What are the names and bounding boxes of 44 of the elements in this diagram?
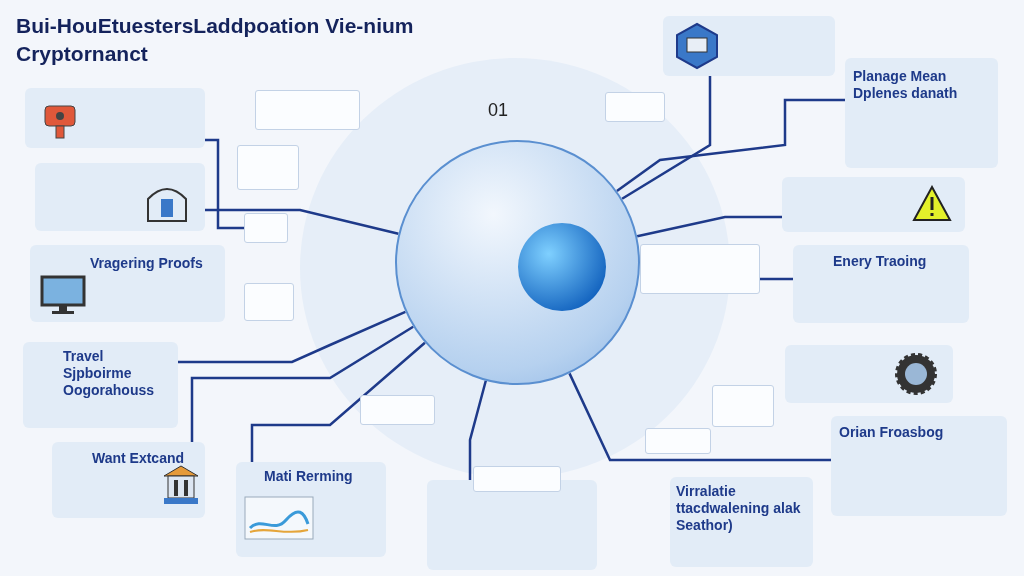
connector-line	[250, 341, 426, 462]
info-card	[23, 342, 178, 428]
info-card	[605, 92, 665, 122]
info-card	[237, 145, 299, 190]
connector-line	[178, 310, 406, 364]
connector-line	[468, 380, 487, 480]
info-card	[640, 244, 760, 294]
card-heading: Mati Rerming	[264, 468, 354, 485]
info-card	[52, 442, 205, 518]
connector-line	[636, 215, 782, 238]
step-number: 01	[488, 100, 509, 121]
card-heading: Vragering Proofs	[90, 255, 204, 272]
card-heading: Travel Sjpboirme Oogorahouss	[63, 348, 155, 399]
card-heading: Planage Mean Dplenes danath	[853, 68, 959, 102]
info-card	[30, 245, 225, 322]
info-card	[712, 385, 774, 427]
info-card	[244, 213, 288, 243]
card-heading: Virralatie ttacdwalening alak Seathor)	[676, 483, 802, 534]
info-card	[255, 90, 360, 130]
connector-line	[190, 325, 414, 442]
card-heading: Want Extcand	[92, 450, 186, 467]
info-card	[793, 245, 969, 323]
info-card	[244, 283, 294, 321]
connector-line	[205, 138, 244, 230]
info-card	[831, 416, 1007, 516]
info-card	[785, 345, 953, 403]
info-card	[645, 428, 711, 454]
info-card	[845, 58, 998, 168]
info-card	[663, 16, 835, 76]
diagram-title: Bui-HouEtuestersLaddpoation Vie-nium Cryptornanct	[16, 13, 415, 67]
connector-line	[568, 372, 831, 462]
info-card	[782, 177, 965, 232]
connector-line	[621, 76, 712, 200]
info-card	[473, 466, 561, 492]
info-card	[236, 462, 386, 557]
card-heading: Orian Froasbog	[839, 424, 945, 441]
info-card	[360, 395, 435, 425]
info-card	[25, 88, 205, 148]
connector-line	[205, 208, 399, 235]
connector-line	[760, 277, 793, 281]
info-card	[35, 163, 205, 231]
card-heading: Enery Traoing	[833, 253, 928, 270]
connector-line	[616, 98, 845, 192]
info-card	[427, 480, 597, 570]
